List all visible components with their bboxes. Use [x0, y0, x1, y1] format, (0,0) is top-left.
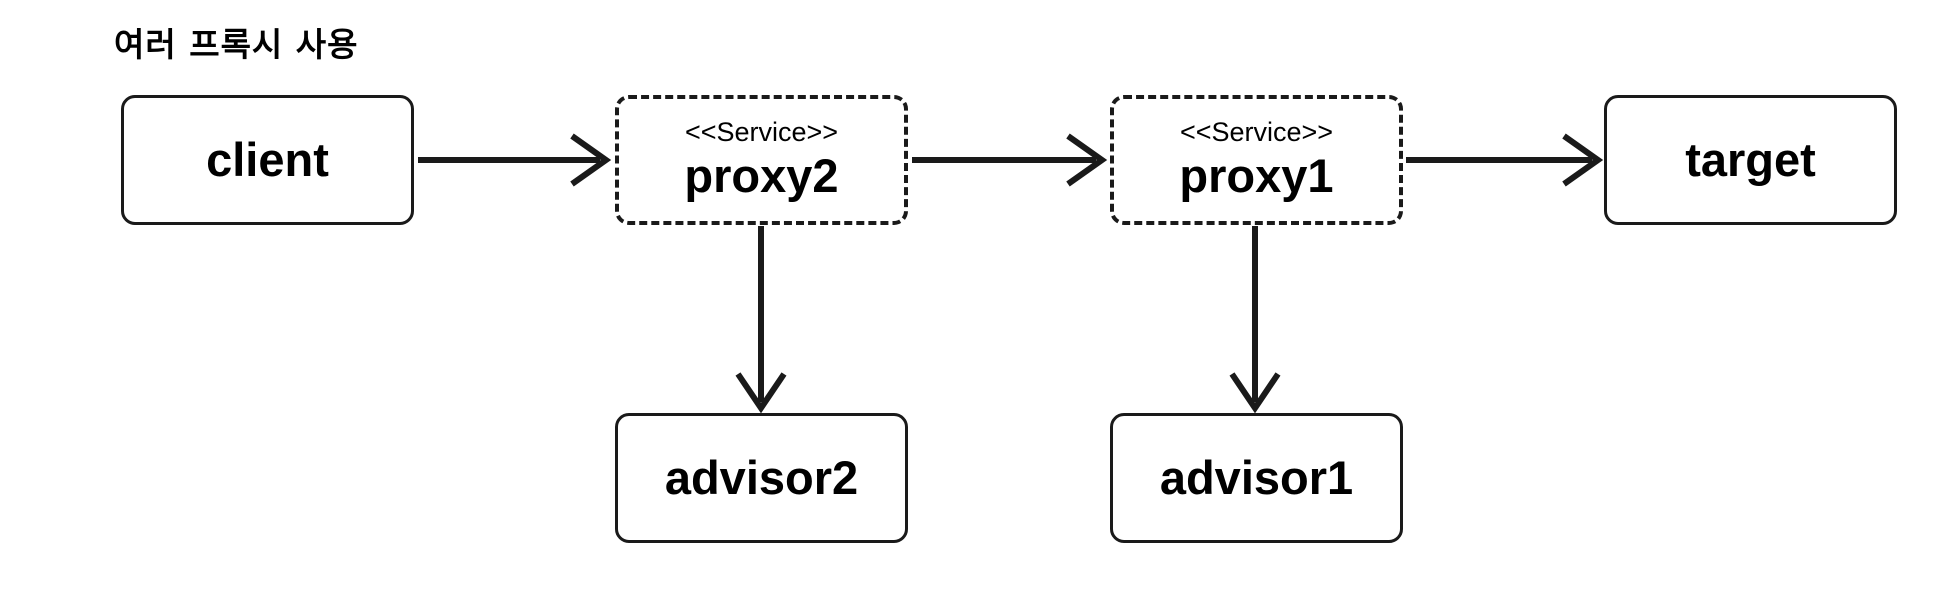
arrow-proxy1-to-advisor1 — [1229, 226, 1281, 414]
advisor1-node: advisor1 — [1110, 413, 1403, 543]
advisor2-node: advisor2 — [615, 413, 908, 543]
proxy1-stereotype: <<Service>> — [1179, 117, 1334, 148]
advisor1-label: advisor1 — [1159, 451, 1354, 505]
arrow-proxy2-to-advisor2 — [735, 226, 787, 414]
target-label: target — [1685, 133, 1816, 187]
proxy2-node: <<Service>> proxy2 — [615, 95, 908, 225]
client-node: client — [121, 95, 414, 225]
advisor2-label: advisor2 — [664, 451, 859, 505]
arrow-client-to-proxy2 — [418, 133, 612, 187]
target-node: target — [1604, 95, 1897, 225]
proxy1-label: proxy1 — [1179, 149, 1334, 202]
client-label: client — [206, 133, 329, 187]
proxy1-node: <<Service>> proxy1 — [1110, 95, 1403, 225]
proxy2-label: proxy2 — [684, 149, 839, 202]
arrow-proxy1-to-target — [1406, 133, 1604, 187]
arrow-proxy2-to-proxy1 — [912, 133, 1108, 187]
proxy2-stereotype: <<Service>> — [684, 117, 839, 148]
diagram-title: 여러 프록시 사용 — [114, 25, 359, 64]
